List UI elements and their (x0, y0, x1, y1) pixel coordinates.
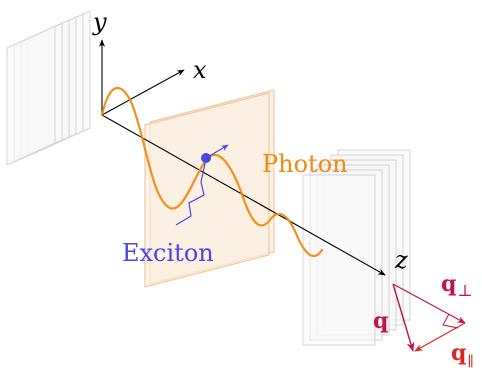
x-axis-label: x (193, 56, 207, 84)
axes (98, 39, 386, 276)
exciton-dot (201, 153, 211, 163)
q-par-label: q∥ (451, 340, 474, 370)
exciton-path (175, 144, 229, 226)
q-perp-main: q (441, 271, 456, 297)
q-perp-label: q⊥ (441, 271, 472, 300)
q-label: q (373, 308, 388, 334)
active-layer-plane (144, 89, 275, 288)
y-axis-label: y (92, 8, 107, 36)
q-par-main: q (451, 340, 466, 366)
exciton-label: Exciton (122, 239, 214, 267)
left-mirror-stack (6, 10, 91, 166)
z-axis (101, 114, 386, 276)
z-axis-label: z (394, 246, 408, 274)
right-angle-marker (442, 313, 459, 329)
photon-label: Photon (262, 150, 348, 178)
right-mirror-stack (302, 149, 411, 346)
x-axis (101, 69, 185, 116)
photon-wave (100, 86, 324, 258)
q-perp-sub: ⊥ (457, 281, 472, 300)
q-perp-vector (392, 283, 466, 324)
q-par-sub: ∥ (467, 354, 473, 370)
q-vector (392, 283, 415, 352)
q-vector-diagram (392, 283, 466, 352)
